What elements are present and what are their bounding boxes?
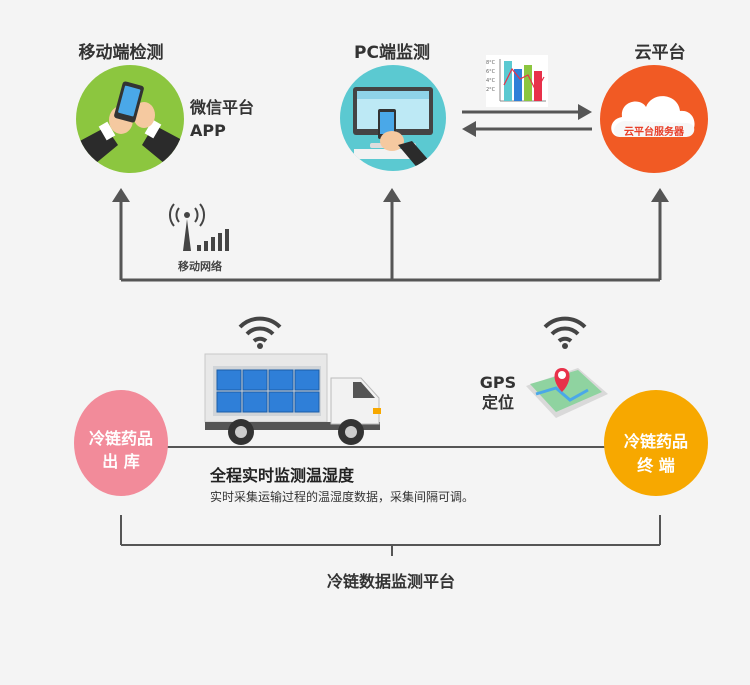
mobile-network-label: 移动网络 [178,260,222,273]
arrowhead-pc-to-cloud [578,104,592,120]
cloud-node-circle: 云平台服务器 [600,65,708,173]
warehouse-line2: 出 库 [102,452,140,471]
terminal-node-circle: 冷链药品 终 端 [604,390,708,496]
arrowhead-cloud-to-pc [462,121,476,137]
gps-label: GPS 定位 [476,373,520,413]
wifi-icon [236,313,284,349]
cloud-title: 云平台 [634,43,686,63]
arrowhead-cloud [651,188,669,202]
tick-label: 4°C [486,78,496,84]
bottom-caption: 冷链数据监测平台 [326,572,455,591]
wechat-platform-label: 微信平台 [190,98,255,117]
tick-label: 6°C [486,69,496,75]
cloud-icon [611,96,695,137]
mobile-node-circle [76,65,184,173]
cloud-server-label: 云平台服务器 [624,127,684,138]
gps-map-icon [522,360,612,426]
mini-chart-icon: 8°C 6°C 4°C 2°C [486,55,548,107]
mobile-title: 移动端检测 [78,43,164,63]
warehouse-node-circle: 冷链药品 出 库 [74,390,168,496]
truck-icon [203,352,388,448]
app-label: APP [190,121,226,140]
pc-title: PC端监测 [354,43,430,63]
pc-node-circle [340,65,446,171]
arrowhead-mobile [112,188,130,202]
terminal-line2: 终 端 [637,456,675,475]
hands-phone-icon [76,81,184,173]
arrowhead-pc [383,188,401,202]
signal-tower-icon [165,203,235,253]
gps-label-line2: 定位 [481,393,514,412]
main-caption: 全程实时监测温湿度 [210,466,355,485]
tick-label: 2°C [486,87,496,93]
terminal-line1: 冷链药品 [623,432,688,451]
monitor-icon [353,87,438,171]
sub-caption: 实时采集运输过程的温湿度数据，采集间隔可调。 [210,490,475,504]
mini-chart-ticks: 8°C 6°C 4°C 2°C [486,59,495,95]
tick-label: 8°C [486,60,496,66]
warehouse-line1: 冷链药品 [88,429,153,448]
wifi-icon [541,313,589,349]
gps-label-line1: GPS [479,373,517,392]
